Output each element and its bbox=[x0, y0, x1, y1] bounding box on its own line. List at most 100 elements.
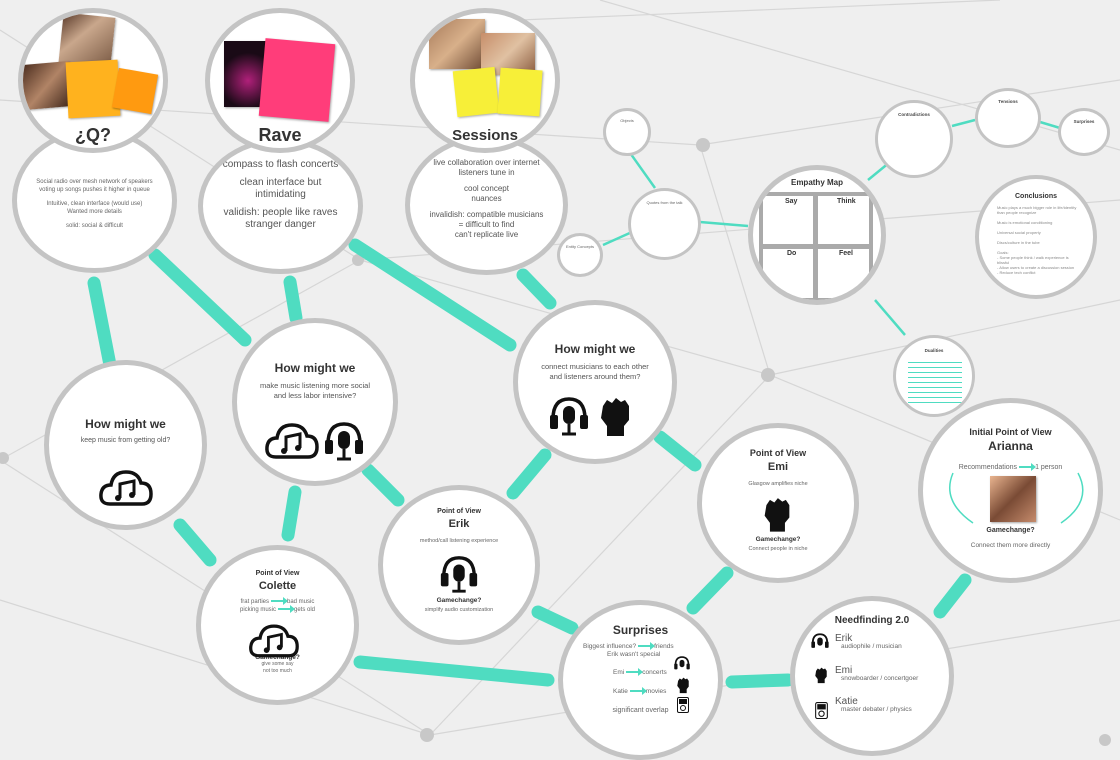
q-photo-circle[interactable]: ¿Q? bbox=[18, 8, 168, 153]
sessions-line-5: nuances bbox=[471, 194, 502, 203]
surprises-row3a: Emi bbox=[613, 669, 625, 676]
empathy-think: Think bbox=[837, 198, 856, 205]
rave-title: Rave bbox=[258, 125, 302, 145]
hmw-social-circle[interactable]: How might we make music listening more s… bbox=[232, 318, 398, 486]
surprises-row4a: Katie bbox=[613, 688, 628, 695]
teal-thick-connectors bbox=[87, 238, 972, 689]
contradictions-bubble[interactable]: Contradictions bbox=[875, 100, 953, 178]
conclusions-circle[interactable]: Conclusions Music plays a much bigger ro… bbox=[975, 175, 1097, 299]
sessions-line-2: listeners tune in bbox=[458, 168, 515, 177]
objects-label: Objects bbox=[620, 118, 634, 123]
rave-idea-circle[interactable]: compass to flash concerts clean interfac… bbox=[198, 138, 363, 274]
dualities-bubble[interactable]: Dualities bbox=[893, 335, 975, 417]
rave-line-4: intimidating bbox=[255, 189, 306, 200]
ipod-icon bbox=[677, 697, 689, 713]
pov-erik-name: Erik bbox=[448, 518, 470, 530]
hmw-connect-circle[interactable]: How might we connect musicians to each o… bbox=[513, 300, 677, 464]
contradictions-label: Contradictions bbox=[898, 112, 930, 117]
sessions-title: Sessions bbox=[452, 127, 518, 144]
need-person-1-desc: audiophile / musician bbox=[841, 643, 902, 650]
q-line-5: Wanted more details bbox=[67, 209, 122, 215]
empathy-title: Empathy Map bbox=[790, 178, 843, 187]
conclusions-title: Conclusions bbox=[1014, 193, 1057, 200]
colette-line2a: picking music bbox=[239, 607, 276, 613]
conclusion-1: Music plays a much bigger role in life/i… bbox=[997, 205, 1077, 215]
objects-bubble[interactable]: Objects bbox=[603, 108, 651, 156]
rave-line-6: validish: people like raves bbox=[223, 207, 338, 218]
surprises-small-bubble[interactable]: Surprises bbox=[1058, 108, 1110, 156]
sessions-sticky-2 bbox=[497, 67, 543, 117]
dualities-table bbox=[908, 358, 962, 404]
surprises-row2a: Erik wasn't special bbox=[607, 651, 661, 658]
hmw-connect-title: How might we bbox=[554, 342, 636, 356]
q-sticky-note-1 bbox=[65, 59, 121, 119]
fist-icon bbox=[677, 677, 689, 694]
headphones-icon bbox=[325, 422, 363, 461]
arrow-icon bbox=[278, 605, 295, 614]
surprises-row4b: movies bbox=[645, 688, 667, 695]
colette-line2b: gets old bbox=[294, 607, 316, 613]
cloud-music-icon bbox=[265, 423, 319, 459]
rave-photo-circle[interactable]: Rave bbox=[205, 8, 355, 153]
sessions-idea-circle[interactable]: live collaboration over internet listene… bbox=[405, 135, 568, 275]
arrow-icon bbox=[626, 668, 644, 677]
pov-emi-sub: Connect people in niche bbox=[748, 545, 808, 552]
cloud-music-icon bbox=[99, 470, 153, 506]
surprises-row3b: concerts bbox=[642, 669, 667, 676]
pov-erik-line: method/call listening experience bbox=[419, 538, 499, 544]
empathy-map-circle[interactable]: Empathy Map Say Think Do Feel bbox=[748, 165, 886, 305]
rave-line-3: clean interface but bbox=[239, 177, 322, 188]
cloud-music-icon bbox=[249, 624, 299, 658]
empathy-feel: Feel bbox=[839, 250, 854, 257]
needfinding-title: Needfinding 2.0 bbox=[834, 615, 910, 626]
network-nodes bbox=[0, 138, 1111, 746]
sessions-line-1: live collaboration over internet bbox=[433, 158, 540, 167]
quotes-bubble[interactable]: Quotes from the talk bbox=[628, 188, 701, 260]
headphones-icon bbox=[440, 556, 478, 593]
q-line-1: Social radio over mesh network of speake… bbox=[36, 179, 153, 185]
empathy-say: Say bbox=[785, 198, 798, 205]
conclusion-3: Universal social property bbox=[997, 230, 1041, 235]
arianna-photo bbox=[990, 476, 1036, 522]
pov-erik-title: Point of View bbox=[437, 508, 481, 515]
pov-emi-name: Emi bbox=[767, 461, 789, 473]
pov-erik-sub: simplify audio customization bbox=[424, 606, 494, 613]
surprises-circle[interactable]: Surprises Biggest influence?friends Erik… bbox=[558, 600, 723, 760]
headphones-icon bbox=[550, 397, 588, 436]
empathy-do: Do bbox=[787, 250, 797, 257]
tensions-bubble[interactable]: Tensions bbox=[975, 88, 1041, 148]
teal-thin-connectors bbox=[602, 118, 1061, 336]
pov-colette-title: Point of View bbox=[255, 570, 300, 577]
q-sticky-note-2 bbox=[111, 67, 159, 115]
surprises-small-label: Surprises bbox=[1073, 119, 1095, 124]
hmw-social-title: How might we bbox=[274, 361, 356, 375]
pov-emi-line: Glasgow amplifies niche bbox=[748, 481, 808, 487]
entity-bubble[interactable]: Entity Concepts bbox=[557, 233, 603, 277]
sessions-photo-circle[interactable]: Sessions bbox=[410, 8, 560, 153]
initial-pov-circle[interactable]: Initial Point of View Arianna Recommenda… bbox=[918, 398, 1103, 583]
conclusion-6: - Some people think / walk experience is… bbox=[997, 255, 1069, 265]
loop-arrows bbox=[949, 472, 1084, 524]
conclusion-2: Music is emotional conditioning bbox=[997, 220, 1053, 225]
arrow-icon bbox=[271, 597, 288, 606]
surprises-row1a: Biggest influence? bbox=[583, 643, 637, 650]
arrow-icon bbox=[638, 642, 656, 651]
colette-sub1: give some say bbox=[261, 661, 294, 667]
pov-colette-name: Colette bbox=[258, 580, 297, 592]
conclusion-7: - Allow users to create a discussion ses… bbox=[997, 265, 1075, 270]
hmw-old-title: How might we bbox=[85, 417, 166, 431]
hmw-social-text: make music listening more social and les… bbox=[259, 381, 371, 400]
fist-icon bbox=[601, 398, 629, 436]
arrow-icon bbox=[629, 687, 647, 696]
sessions-line-4: cool concept bbox=[464, 184, 509, 193]
sessions-line-9: can't replicate live bbox=[454, 230, 519, 239]
surprises-title: Surprises bbox=[612, 623, 669, 637]
surprises-footer: significant overlap bbox=[612, 707, 669, 714]
initial-pov-reco: Recommendations bbox=[958, 464, 1018, 471]
pov-emi-gamechange: Gamechange? bbox=[755, 535, 801, 543]
q-title: ¿Q? bbox=[75, 125, 111, 145]
empathy-grid: Say Think Do Feel bbox=[759, 192, 873, 300]
q-line-2: voting up songs pushes it higher in queu… bbox=[39, 187, 150, 193]
